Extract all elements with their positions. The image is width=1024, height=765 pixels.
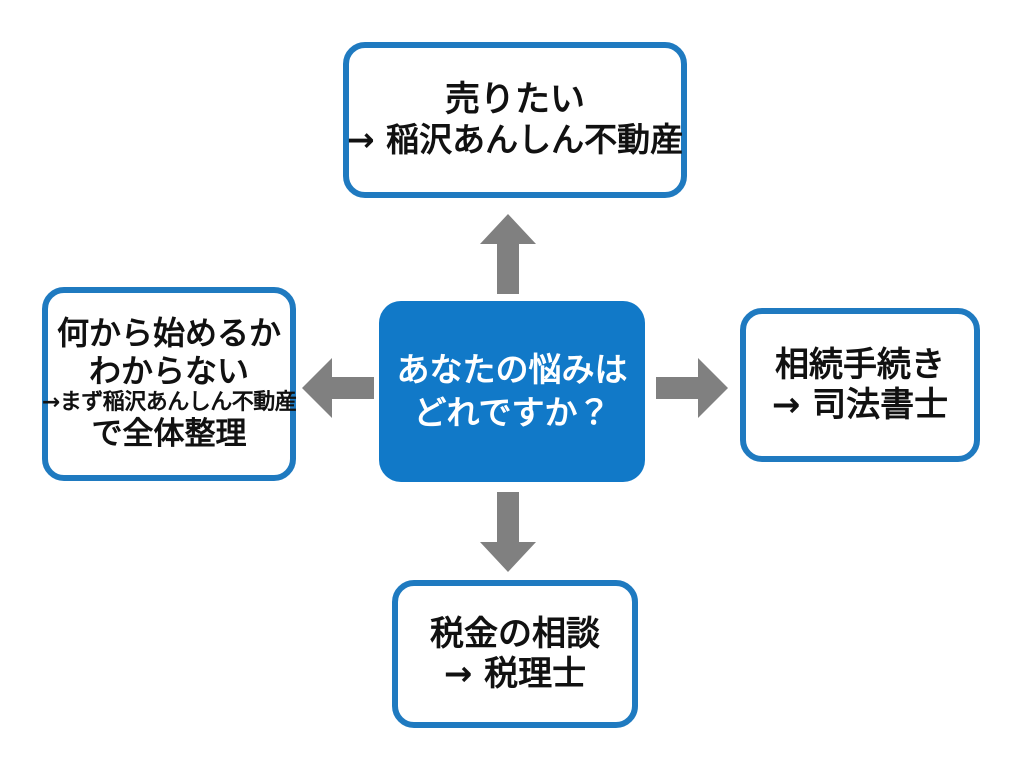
node-left-line1: 何から始めるか [56,313,281,352]
node-right-inheritance[interactable]: 相続手続き → 司法書士 [740,308,980,462]
node-left-where-to-start[interactable]: 何から始めるか わからない →まず稲沢あんしん不動産 で全体整理 [41,287,297,481]
node-center-question[interactable]: あなたの悩みは どれですか？ [379,301,645,482]
node-left-line2: わからない [88,351,249,390]
node-bottom-line2: → 税理士 [443,654,587,694]
node-top-sell[interactable]: 売りたい → 稲沢あんしん不動産 [343,42,687,198]
arrow-left-icon [302,358,374,418]
node-top-line1: 売りたい [444,79,585,120]
node-bottom-line1: 税金の相談 [430,613,600,654]
arrow-right-icon [656,358,728,418]
node-top-line2: → 稲沢あんしん不動産 [346,120,684,160]
node-center-line1: あなたの悩みは [396,349,628,389]
node-right-line2: → 司法書士 [771,385,949,425]
node-center-line2: どれですか？ [413,392,611,432]
node-left-line4: で全体整理 [91,416,247,453]
node-right-line1: 相続手続き [775,344,945,385]
node-left-line3: →まず稲沢あんしん不動産 [41,390,297,416]
arrow-up-icon [480,214,536,294]
arrow-down-icon [480,492,536,572]
node-bottom-tax[interactable]: 税金の相談 → 税理士 [392,580,638,728]
